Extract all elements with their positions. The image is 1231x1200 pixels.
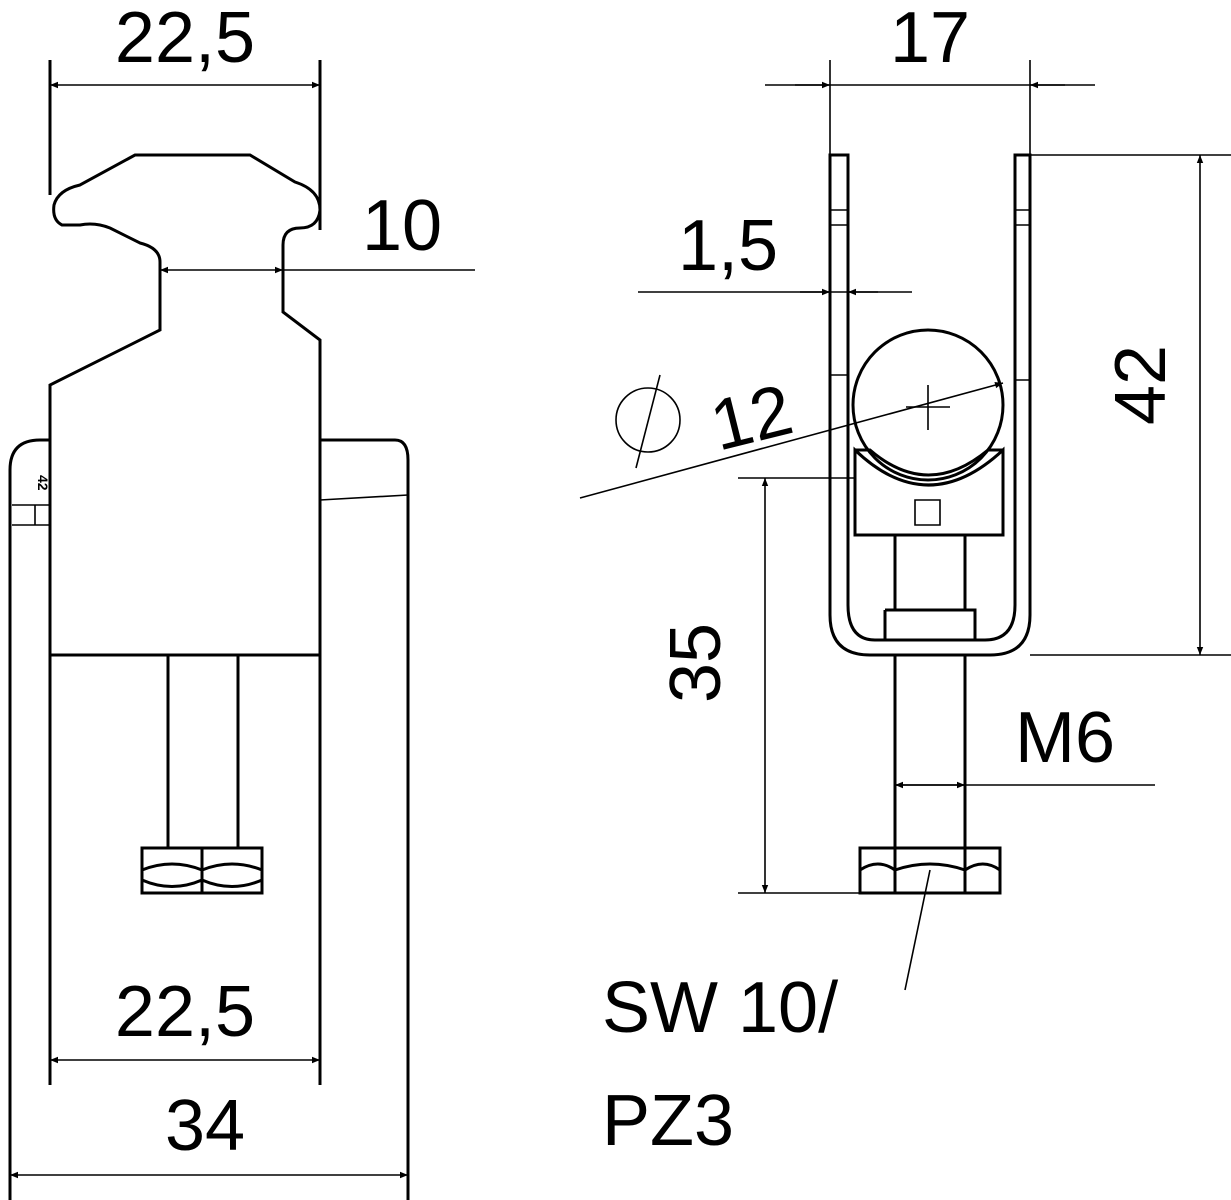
dim-width: 17 [890, 0, 970, 78]
right-view: 17 1,5 12 42 35 M6 SW 10/ PZ3 [579, 0, 1231, 1161]
dimension-diameter [579, 382, 1004, 499]
note-line-2: PZ3 [602, 1081, 734, 1161]
screw-shaft [883, 535, 977, 640]
rail-mark: 42 [35, 475, 51, 491]
note-line-1: SW 10/ [602, 968, 838, 1048]
hex-nut [858, 846, 1002, 895]
clamp-body [48, 153, 322, 657]
dim-wall: 1,5 [678, 206, 778, 286]
left-view: 42 22,5 10 22,5 34 [8, 0, 475, 1200]
hex-nut [140, 846, 264, 895]
dim-diameter: 12 [703, 370, 800, 467]
dim-bottom-width: 22,5 [115, 972, 255, 1052]
leader-line [904, 869, 931, 991]
dim-top-width: 22,5 [115, 0, 255, 78]
diameter-symbol [615, 387, 681, 453]
bolt [140, 655, 264, 895]
dim-thread: M6 [1015, 698, 1115, 778]
dim-bolt-height: 35 [656, 623, 736, 703]
saddle [853, 446, 1005, 537]
dim-height: 42 [1101, 345, 1181, 425]
u-clip [828, 153, 1032, 657]
cable-circle [851, 328, 1005, 482]
dim-neck-width: 10 [362, 186, 442, 266]
dim-overall-width: 34 [165, 1086, 245, 1166]
rail-channel [8, 438, 410, 1200]
